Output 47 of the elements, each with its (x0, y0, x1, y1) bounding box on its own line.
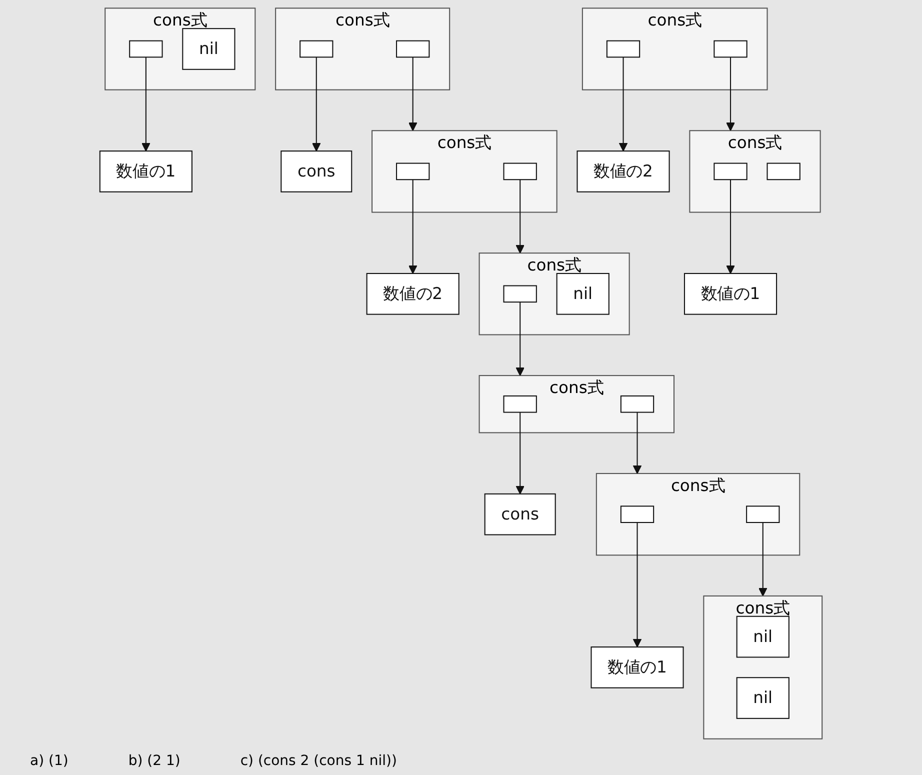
arrow (141, 57, 150, 152)
node-box: 数値の2 (576, 150, 670, 192)
node-box: 数値の1 (684, 272, 778, 315)
node-box: 数値の1 (590, 646, 684, 688)
cluster: cons式 (582, 8, 768, 90)
node-box: 数値の2 (366, 272, 460, 315)
node-box: 数値の1 (99, 150, 192, 192)
arrow (632, 522, 642, 648)
node-box (300, 40, 334, 58)
node-box: cons (280, 150, 352, 192)
node-box (503, 162, 537, 180)
node-box (396, 40, 430, 58)
node-box (503, 285, 537, 303)
node-box: nil (736, 616, 790, 658)
caption-label: b) (2 1) (128, 753, 180, 769)
node-box (620, 506, 654, 523)
cluster: cons式 (596, 473, 800, 556)
arrow (726, 180, 735, 274)
arrow (516, 180, 525, 254)
arrow (408, 180, 418, 274)
arrow (632, 412, 642, 474)
node-box (606, 40, 640, 58)
node-box (620, 395, 654, 413)
caption-label: c) (cons 2 (cons 1 nil)) (240, 753, 397, 769)
cluster: cons式 (372, 130, 558, 213)
arrow (726, 57, 735, 132)
node-box (746, 506, 780, 523)
arrow (516, 412, 525, 494)
arrow (618, 57, 628, 152)
node-box: nil (182, 28, 236, 70)
arrow (758, 522, 768, 596)
node-box (396, 162, 430, 180)
arrow (516, 302, 525, 376)
node-box (766, 162, 800, 180)
arrow (408, 57, 418, 132)
cluster: cons式 (689, 130, 821, 213)
arrow (312, 57, 321, 152)
caption-label: a) (1) (30, 753, 68, 769)
node-box (503, 395, 537, 413)
node-box: nil (556, 272, 610, 315)
node-box: cons (484, 493, 556, 536)
node-box (714, 162, 748, 180)
node-box (129, 40, 163, 58)
node-box (714, 40, 748, 58)
cluster: cons式 (478, 375, 674, 434)
node-box: nil (736, 677, 790, 719)
cluster: cons式 (275, 8, 450, 90)
